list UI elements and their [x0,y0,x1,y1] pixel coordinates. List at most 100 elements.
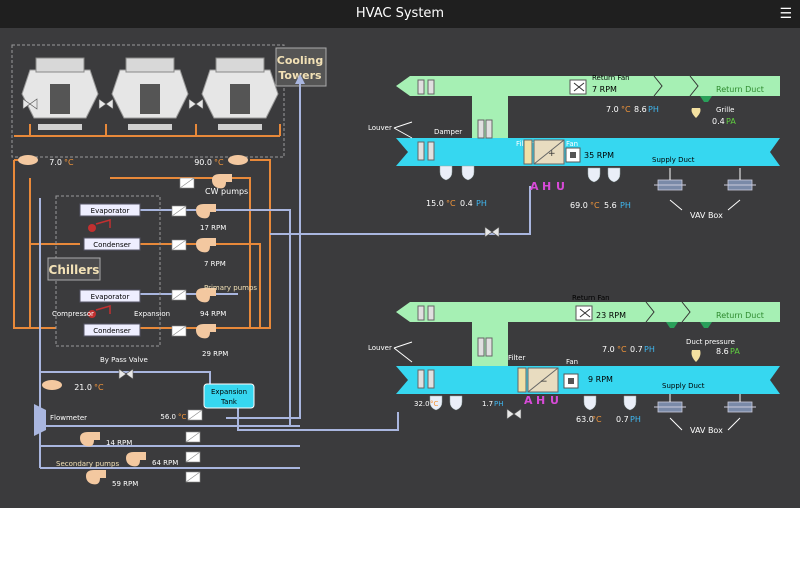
supply-sensor-icon [42,380,62,390]
ahu2-inlet-ph-sensor [449,395,463,411]
ahu1-louver-label: Louver [368,124,392,132]
ahu2-supply-ph: 0.7 [616,415,629,424]
ahu1-water-valve-icon[interactable] [484,226,500,238]
ahu2-supply-duct-label: Supply Duct [662,382,705,390]
ahu2-vav-box-2[interactable] [723,401,757,413]
ahu1-return-duct [396,76,780,96]
chiller-unit-1[interactable]: Evaporator Condenser [79,203,141,251]
chiller-pump-1-rpm: 17 RPM [200,224,226,232]
sec-pump-2-icon[interactable] [126,452,146,467]
ahu2-return-temp: 7.0 [602,345,615,354]
ahu2-inlet-ph-unit: PH [494,400,504,408]
ahu2-return-duct-label: Return Duct [716,311,764,320]
chiller-unit-2[interactable]: Evaporator Condenser [79,289,141,337]
ahu1-supply-fan-icon[interactable] [565,147,581,163]
sec-filter-1 [185,431,201,443]
sec-pump-2-rpm: 64 RPM [152,459,178,467]
ahu2-return-fan-label: Return Fan [572,294,610,302]
ahu2-pressure-sensor-icon [691,350,701,362]
ahu2-return-fan-icon[interactable] [575,305,593,321]
cw-filter-icon [179,177,195,189]
title-bar: HVAC System ☰ [0,0,800,28]
hvac-schematic: Cooling Towers 7.0 °C 90.0 °C CW pumps C… [11,44,780,488]
ahu2-inlet-temp-unit: °C [430,400,439,408]
ahu2-vav-label: VAV Box [690,426,723,435]
ahu1-coil-plus: + [548,149,556,159]
tower-out-unit: °C [214,158,224,167]
chillers-label: Chillers [49,263,100,277]
ahu-1: Return Fan 7 RPM Return Duct Grille 7.0 … [368,74,780,238]
chiller-pump-4-rpm: 29 RPM [202,350,228,358]
tower-in-sensor-icon [18,155,38,165]
ahu2-filter-label: Filter [508,354,525,362]
bypass-valve-icon[interactable] [118,368,134,380]
ahu1-supply-temp-unit: °C [590,201,600,210]
sec-filter-3 [185,471,201,483]
tank-temp-unit: °C [178,413,187,421]
ahu1-return-fan-icon[interactable] [569,79,587,95]
supply-temp-unit: °C [94,383,104,392]
expansion-label: Expansion [134,310,170,318]
ahu2-a: A [524,394,533,407]
hamburger-icon[interactable]: ☰ [779,6,792,22]
ahu1-return-fan-rpm: 7 RPM [592,85,617,94]
secondary-pumps-label: Secondary pumps [56,460,119,468]
ahu1-inlet-ph-sensor [461,165,475,181]
ahu1-duct-pa: 0.4 [712,117,725,126]
expansion-tank[interactable]: Expansion Tank [203,383,255,409]
ahu2-supply-temp-unit: °C [592,415,602,424]
ahu2-fan-label: Fan [566,358,578,366]
evaporator-label-2: Evaporator [91,293,130,301]
cooling-towers-label-1: Cooling [277,54,323,67]
ahu2-supply-temp: 63.0 [576,415,594,424]
ahu1-return-temp: 7.0 [606,105,619,114]
ahu1-supply-fan-rpm: 35 RPM [584,151,614,160]
ahu2-supply-fan-icon[interactable] [563,373,579,389]
flowmeter-icon [34,404,46,436]
cooling-tower-1[interactable] [21,57,99,130]
ahu2-inlet-temp: 32.0 [414,400,430,408]
chiller-filter-1 [171,205,187,217]
tank-filter-icon [187,409,203,421]
tower-in-unit: °C [64,158,74,167]
sec-pump-1-icon[interactable] [80,432,100,447]
expansion-tank-label-2: Tank [220,398,238,406]
ahu1-supply-duct-label: Supply Duct [652,156,695,164]
bypass-valve-label: By Pass Valve [100,356,148,364]
ahu2-u: U [550,394,559,407]
evaporator-label-1: Evaporator [91,207,130,215]
ahu2-return-ph-unit: PH [644,345,655,354]
chiller-filter-2 [171,239,187,251]
ahu1-filter-icon [523,139,533,165]
ahu1-supply-temp: 69.0 [570,201,588,210]
ahu2-supply-fan-rpm: 9 RPM [588,375,613,384]
ahu2-supply-ph-unit: PH [630,415,641,424]
ahu2-water-valve-icon[interactable] [506,408,522,420]
condenser-label-2: Condenser [93,327,131,335]
primary-pumps-label: Primary pumps [204,284,257,292]
cooling-tower-3[interactable] [201,57,279,130]
compressor-label: Compressor [52,310,94,318]
ahu1-supply-ph-unit: PH [620,201,631,210]
ahu2-duct-pressure-label: Duct pressure [686,338,735,346]
ahu2-coil-minus: − [540,377,548,387]
ahu2-vav-box-1[interactable] [653,401,687,413]
ahu2-duct-pa-unit: PA [730,347,740,356]
sec-pump-3-icon[interactable] [86,470,106,485]
cw-pumps-label: CW pumps [205,187,248,196]
ahu1-vav-box-2[interactable] [723,179,757,191]
ahu2-return-fan-rpm: 23 RPM [596,311,626,320]
ahu1-supply-ph: 5.6 [604,201,617,210]
chiller-pump-4-icon[interactable] [196,324,216,339]
ahu2-return-ph: 0.7 [630,345,643,354]
supply-temp: 21.0 [74,383,92,392]
chiller-pump-2-icon[interactable] [196,238,216,253]
sec-pump-3-rpm: 59 RPM [112,480,138,488]
ahu1-vav-box-1[interactable] [653,179,687,191]
ahu1-grille-label: Grille [716,106,734,114]
chiller-pump-1-icon[interactable] [196,204,216,219]
ahu1-inlet-temp-unit: °C [446,199,456,208]
ahu1-pressure-sensor-icon [691,108,701,118]
cooling-tower-2[interactable] [111,57,189,130]
chiller-filter-4 [171,325,187,337]
